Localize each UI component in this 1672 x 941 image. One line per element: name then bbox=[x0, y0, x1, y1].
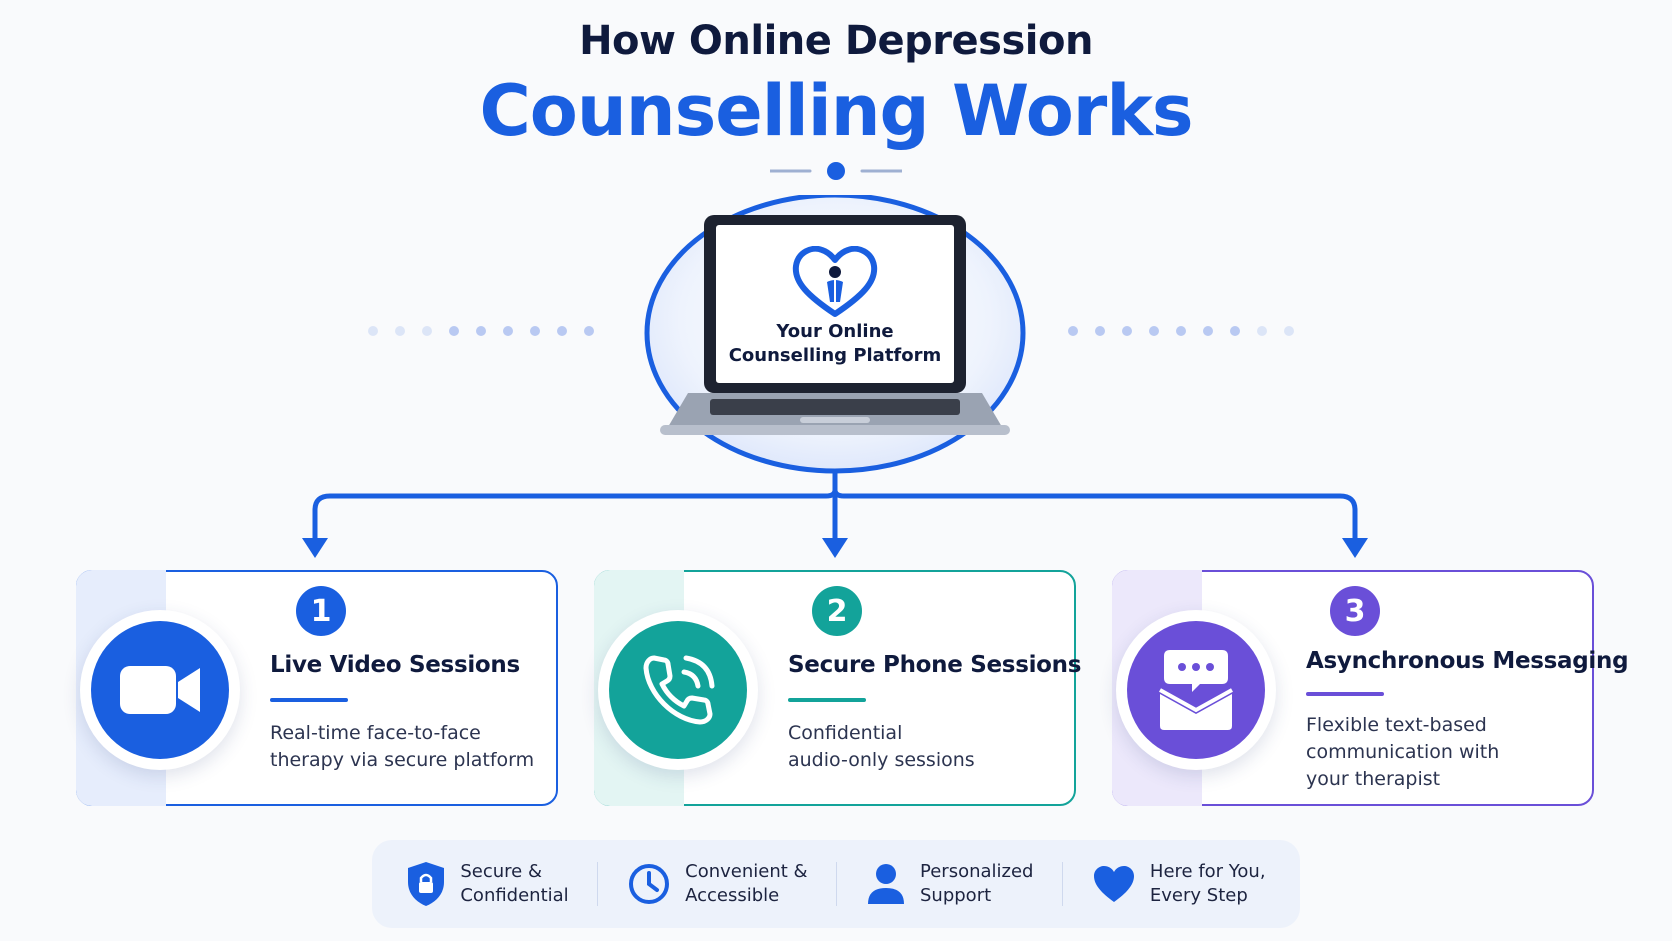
card-async-messaging: 3 Asynchronous Messaging Flexible text-b… bbox=[1112, 570, 1629, 806]
feature-line: Every Step bbox=[1149, 885, 1248, 906]
card-title: Secure Phone Sessions bbox=[788, 652, 1082, 678]
card-desc-line: audio-only sessions bbox=[788, 749, 975, 771]
card-desc-line: Confidential bbox=[788, 722, 903, 744]
feature-line: Personalized bbox=[920, 861, 1034, 882]
clock-icon bbox=[629, 864, 670, 904]
feature-personalized: Personalized Support bbox=[866, 860, 1033, 908]
card-phone-sessions: 2 Secure Phone Sessions Confidential aud… bbox=[594, 570, 1081, 806]
card-icon-ring bbox=[598, 610, 758, 770]
hub-label-line-2: Counselling Platform bbox=[728, 345, 942, 366]
divider bbox=[1062, 862, 1064, 906]
card-icon-ring bbox=[80, 610, 240, 770]
card-description: Flexible text-based communication with y… bbox=[1306, 712, 1586, 793]
dotted-line-left bbox=[368, 326, 594, 336]
card-underline bbox=[270, 698, 348, 702]
feature-line: Here for You, bbox=[1149, 861, 1266, 882]
step-badge-3: 3 bbox=[1330, 586, 1380, 636]
hub-label-line-1: Your Online bbox=[776, 321, 894, 342]
video-icon-disc bbox=[91, 621, 229, 759]
divider bbox=[597, 862, 599, 906]
card-underline bbox=[1306, 692, 1384, 696]
step-badge-2: 2 bbox=[812, 586, 862, 636]
card-desc-line: Flexible text-based bbox=[1306, 714, 1487, 736]
title-line-2: Counselling Works bbox=[479, 70, 1193, 152]
feature-line: Accessible bbox=[685, 885, 780, 906]
message-envelope-icon bbox=[1159, 650, 1233, 730]
card-desc-line: therapy via secure platform bbox=[270, 749, 535, 771]
laptop-hub bbox=[644, 195, 1026, 474]
card-live-video: 1 Live Video Sessions Real-time face-to-… bbox=[76, 570, 558, 806]
feature-convenient: Convenient & Accessible bbox=[627, 860, 808, 908]
card-desc-line: your therapist bbox=[1306, 768, 1441, 790]
feature-line: Secure & bbox=[460, 861, 543, 882]
feature-secure: Secure & Confidential bbox=[406, 860, 569, 908]
heart-icon bbox=[1093, 866, 1134, 902]
video-camera-icon bbox=[120, 666, 200, 714]
card-description: Confidential audio-only sessions bbox=[788, 720, 1068, 774]
dotted-line-right bbox=[1068, 326, 1294, 336]
phone-icon-disc bbox=[609, 621, 747, 759]
title-line-1: How Online Depression bbox=[579, 18, 1093, 64]
heart-person-logo-icon bbox=[792, 246, 878, 317]
card-title: Asynchronous Messaging bbox=[1306, 648, 1629, 674]
message-icon-disc bbox=[1127, 621, 1265, 759]
feature-line: Convenient & bbox=[685, 861, 808, 882]
feature-line: Confidential bbox=[460, 885, 569, 906]
card-underline bbox=[788, 698, 866, 702]
divider bbox=[836, 862, 838, 906]
step-badge-1: 1 bbox=[296, 586, 346, 636]
card-desc-line: Real-time face-to-face bbox=[270, 722, 481, 744]
features-bar: Secure & Confidential Convenient & Acces… bbox=[372, 840, 1300, 928]
card-description: Real-time face-to-face therapy via secur… bbox=[270, 720, 550, 774]
card-desc-line: communication with bbox=[1306, 741, 1500, 763]
card-icon-ring bbox=[1116, 610, 1276, 770]
feature-here-for-you: Here for You, Every Step bbox=[1092, 860, 1266, 908]
person-icon bbox=[868, 864, 904, 904]
hub-label: Your Online Counselling Platform bbox=[715, 320, 955, 368]
card-title: Live Video Sessions bbox=[270, 652, 520, 678]
phone-icon bbox=[643, 655, 715, 725]
shield-lock-icon bbox=[408, 862, 445, 906]
title-divider bbox=[770, 162, 902, 180]
feature-line: Support bbox=[920, 885, 992, 906]
